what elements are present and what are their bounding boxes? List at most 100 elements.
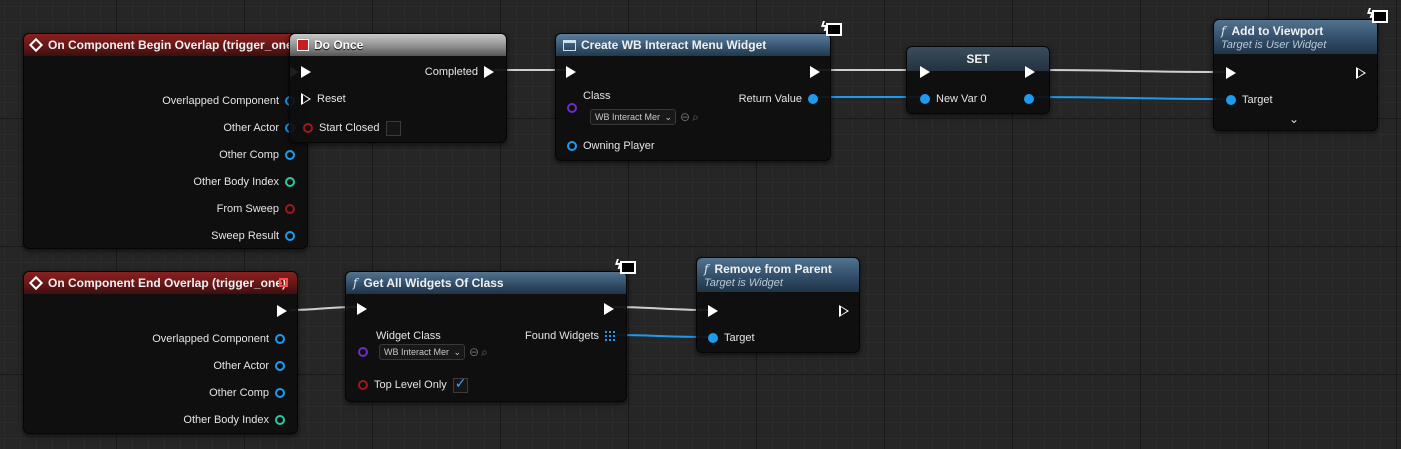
use-selected-icon[interactable]: ⊖ (680, 110, 691, 124)
pin-other-comp[interactable]: Other Comp (209, 386, 285, 400)
object-pin-icon[interactable] (920, 94, 930, 104)
browse-icon[interactable]: ⌕ (692, 109, 699, 124)
pin-new-var-out[interactable] (1024, 92, 1034, 106)
class-pin-icon[interactable] (358, 347, 368, 357)
object-pin-icon[interactable] (275, 334, 285, 344)
node-title: Create WB Interact Menu Widget (581, 38, 767, 52)
pin-label: Start Closed (319, 122, 380, 134)
exec-in-pin[interactable] (357, 302, 367, 316)
pin-overlapped-component[interactable]: Overlapped Component (152, 332, 285, 346)
object-pin-icon[interactable] (275, 388, 285, 398)
exec-arrow-icon (604, 303, 614, 315)
pin-top-level-only[interactable]: Top Level Only (358, 376, 468, 394)
variable-set-node[interactable]: SET New Var 0 (906, 46, 1050, 114)
pin-label: Class (583, 90, 611, 102)
object-pin-icon[interactable] (567, 141, 577, 151)
event-node-begin-overlap[interactable]: On Component Begin Overlap (trigger_one)… (23, 33, 308, 249)
monitor-bolt-icon: ϟ (820, 20, 842, 42)
pin-label: Overlapped Component (152, 333, 269, 345)
macro-node-do-once[interactable]: Do Once Completed Reset Start Closed (289, 33, 507, 143)
pin-other-actor[interactable]: Other Actor (213, 359, 285, 373)
expand-chevron-icon[interactable]: ⌄ (1289, 112, 1300, 126)
pin-new-var-in[interactable]: New Var 0 (920, 92, 987, 106)
pin-label: Target (1242, 94, 1273, 106)
pin-other-body-index[interactable]: Other Body Index (183, 413, 285, 427)
node-header[interactable]: Create WB Interact Menu Widget (556, 34, 830, 56)
exec-out-pin[interactable] (1356, 66, 1366, 80)
node-header[interactable]: On Component Begin Overlap (trigger_one) (24, 34, 307, 56)
pin-label: Target (724, 332, 755, 344)
pin-label: Other Body Index (183, 414, 269, 426)
int-pin-icon[interactable] (275, 415, 285, 425)
array-pin-icon[interactable] (605, 331, 615, 341)
pin-completed[interactable]: Completed (425, 65, 494, 79)
int-pin-icon[interactable] (285, 177, 295, 187)
widget-class-dropdown[interactable]: WB Interact Mer ⌄ (379, 344, 465, 360)
pin-label: Top Level Only (374, 379, 447, 391)
pin-class[interactable]: Class (567, 90, 611, 113)
pin-other-comp[interactable]: Other Comp (219, 148, 295, 162)
top-level-only-checkbox[interactable] (452, 376, 468, 393)
object-pin-icon[interactable] (1024, 94, 1034, 104)
pin-other-actor[interactable]: Other Actor (223, 121, 295, 135)
exec-out-pin[interactable] (839, 304, 849, 318)
node-header[interactable]: f Add to Viewport Target is User Widget (1214, 20, 1377, 54)
exec-arrow-icon (484, 66, 494, 78)
pin-other-body-index[interactable]: Other Body Index (193, 175, 295, 189)
exec-out-pin[interactable] (810, 65, 820, 79)
bool-pin-icon[interactable] (358, 380, 368, 390)
pin-from-sweep[interactable]: From Sweep (217, 202, 295, 216)
object-pin-icon[interactable] (808, 94, 818, 104)
exec-in-pin[interactable] (920, 65, 930, 79)
class-dropdown[interactable]: WB Interact Mer ⌄ (590, 109, 676, 125)
object-pin-icon[interactable] (1226, 95, 1236, 105)
exec-out-pin[interactable] (604, 302, 614, 316)
node-header[interactable]: Do Once (290, 34, 506, 56)
function-node-create-widget[interactable]: Create WB Interact Menu Widget Class WB … (555, 33, 831, 161)
struct-pin-icon[interactable] (285, 231, 295, 241)
class-pin-icon[interactable] (567, 103, 577, 113)
use-selected-icon[interactable]: ⊖ (469, 345, 480, 359)
pin-target[interactable]: Target (1226, 93, 1273, 107)
pin-sweep-result[interactable]: Sweep Result (211, 229, 295, 243)
bool-pin-icon[interactable] (303, 123, 313, 133)
node-header[interactable]: On Component End Overlap (trigger_one) (24, 272, 297, 294)
object-pin-icon[interactable] (275, 361, 285, 371)
exec-arrow-icon (301, 66, 311, 78)
pin-found-widgets[interactable]: Found Widgets (525, 329, 615, 343)
function-node-get-all-widgets[interactable]: f Get All Widgets Of Class Widget Class … (345, 271, 627, 402)
exec-in-pin[interactable] (708, 304, 718, 318)
chevron-down-icon: ⌄ (453, 346, 461, 357)
node-header[interactable]: f Get All Widgets Of Class (346, 272, 626, 294)
object-pin-icon[interactable] (285, 150, 295, 160)
class-selector[interactable]: WB Interact Mer ⌄ ⊖ ⌕ (590, 108, 699, 126)
exec-out-pin[interactable] (1025, 65, 1035, 79)
exec-arrow-icon (1356, 67, 1366, 79)
object-pin-icon[interactable] (708, 333, 718, 343)
exec-arrow-icon (920, 66, 930, 78)
pin-return-value[interactable]: Return Value (739, 92, 818, 106)
dropdown-value: WB Interact Mer (595, 112, 661, 122)
exec-in-pin[interactable] (301, 65, 311, 79)
pin-owning-player[interactable]: Owning Player (567, 139, 655, 153)
function-node-remove-from-parent[interactable]: f Remove from Parent Target is Widget Ta… (696, 257, 860, 353)
pin-widget-class-label: Widget Class (376, 329, 441, 343)
exec-in-pin[interactable] (566, 65, 576, 79)
node-header[interactable]: f Remove from Parent Target is Widget (697, 258, 859, 292)
pin-target[interactable]: Target (708, 331, 755, 345)
widget-class-selector[interactable]: WB Interact Mer ⌄ ⊖ ⌕ (379, 343, 488, 361)
pin-label: Other Body Index (193, 176, 279, 188)
pin-overlapped-component[interactable]: Overlapped Component (162, 94, 295, 108)
start-closed-checkbox[interactable] (385, 120, 401, 136)
pin-widget-class[interactable] (358, 345, 368, 359)
event-node-end-overlap[interactable]: On Component End Overlap (trigger_one) O… (23, 271, 298, 434)
pin-start-closed[interactable]: Start Closed (303, 119, 401, 137)
exec-in-pin[interactable] (1226, 66, 1236, 80)
function-node-add-to-viewport[interactable]: f Add to Viewport Target is User Widget … (1213, 19, 1378, 131)
function-icon: f (1221, 23, 1226, 38)
pin-reset[interactable]: Reset (301, 92, 346, 106)
exec-out-pin[interactable] (277, 304, 287, 318)
browse-icon[interactable]: ⌕ (481, 344, 488, 359)
bool-pin-icon[interactable] (285, 204, 295, 214)
exec-wire (1035, 69, 1226, 73)
